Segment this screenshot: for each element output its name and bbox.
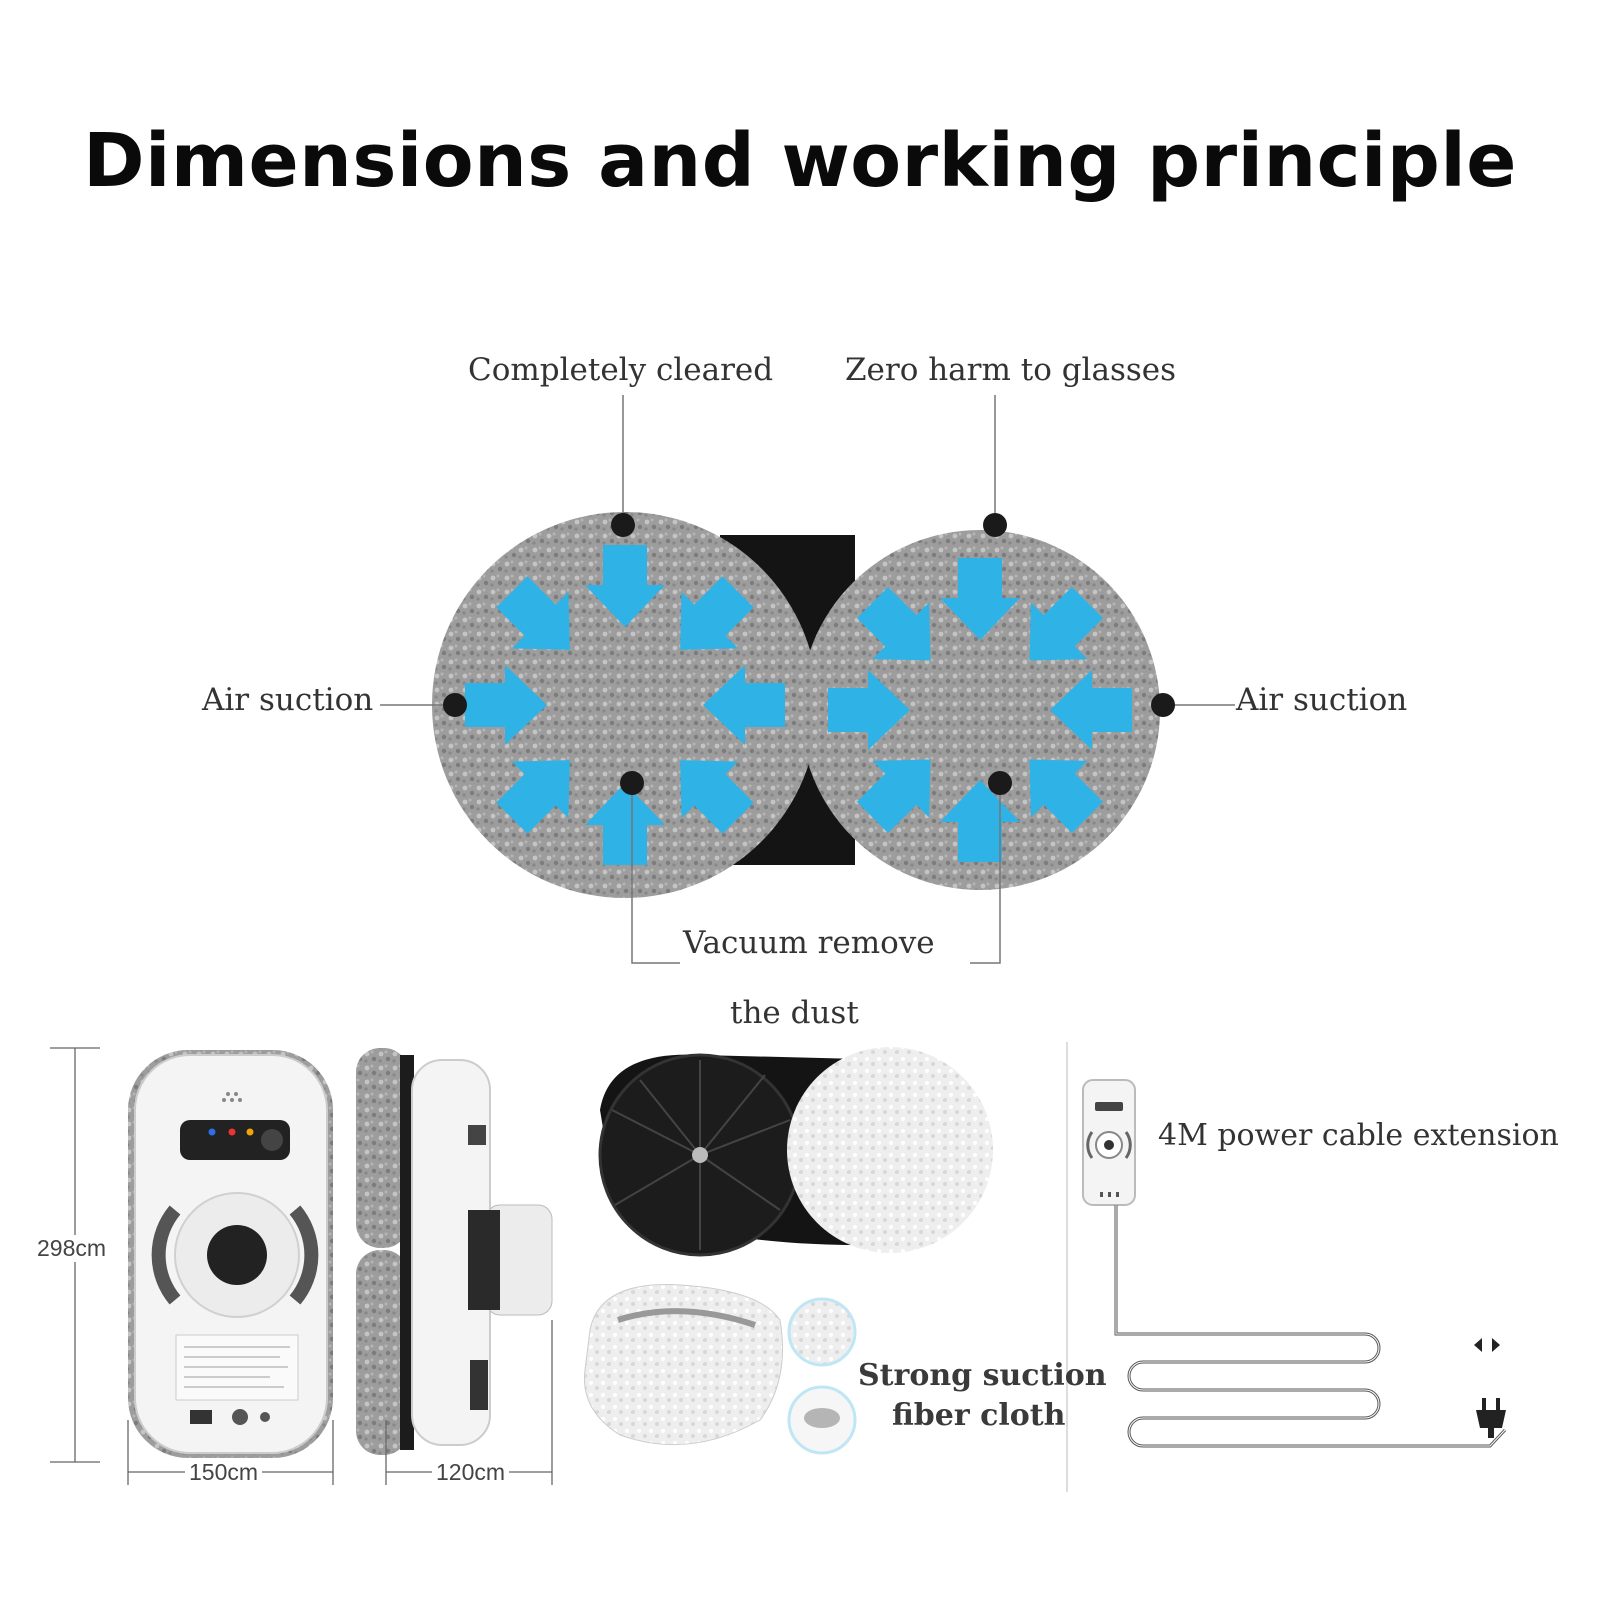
eu-plug-icon <box>1476 1398 1506 1438</box>
callout-dots <box>443 513 1175 795</box>
left-cleaning-pad <box>432 512 818 898</box>
page-title: Dimensions and working principle <box>83 118 1517 204</box>
dimension-height: 298cm <box>33 1235 111 1262</box>
label-power-cable: 4M power cable extension <box>1158 1118 1559 1153</box>
label-fiber-cloth-line1: Strong suction <box>858 1358 1107 1393</box>
robot-side-view <box>356 1048 553 1455</box>
power-cable <box>1114 1205 1507 1448</box>
label-vacuum-remove: Vacuum remove <box>683 925 935 961</box>
label-air-suction-left: Air suction <box>202 682 374 718</box>
label-the-dust: the dust <box>730 995 859 1031</box>
label-completely-cleared: Completely cleared <box>468 352 774 388</box>
right-cleaning-pad <box>800 530 1160 890</box>
label-fiber-cloth-line2: fiber cloth <box>892 1398 1066 1433</box>
dimension-width: 150cm <box>185 1459 263 1486</box>
robot-front-view <box>128 1050 333 1458</box>
socket-icon <box>1474 1338 1500 1352</box>
label-air-suction-right: Air suction <box>1236 682 1408 718</box>
label-zero-harm: Zero harm to glasses <box>845 352 1177 388</box>
fiber-cloth-accessory <box>583 1284 857 1455</box>
dimension-depth: 120cm <box>432 1459 510 1486</box>
power-adapter <box>1082 1079 1136 1206</box>
pad-base-view <box>598 1047 993 1257</box>
